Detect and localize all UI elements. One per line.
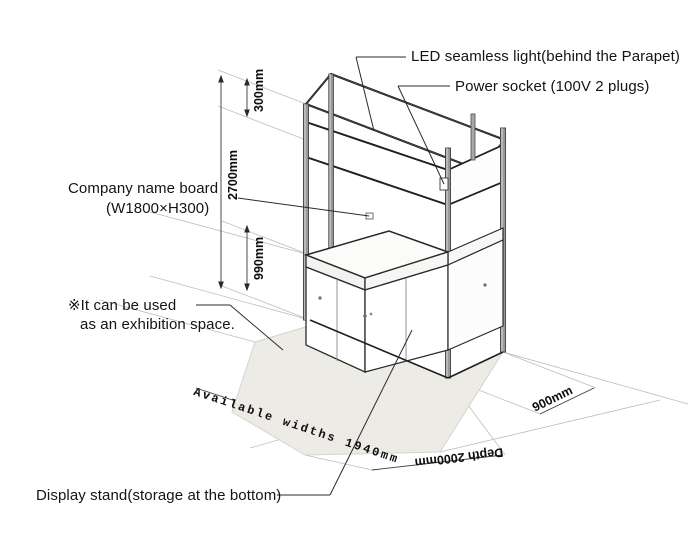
display-stand-top (303, 227, 504, 291)
dimension-parapet-height: 300mm (252, 68, 266, 112)
dimension-stand-height: 990mm (252, 236, 266, 280)
callout-company-name-board-size: (W1800×H300) (106, 200, 210, 217)
callout-company-name-board: Company name board (68, 180, 219, 197)
callout-display-stand: Display stand(storage at the bottom) (36, 487, 282, 504)
callout-power-socket: Power socket (100V 2 plugs) (455, 78, 650, 95)
base-rails (309, 319, 504, 379)
dimension-arrow-ticks (218, 74, 250, 292)
callout-exhibition-space-line2: as an exhibition space. (80, 316, 235, 333)
display-stand-cabinet (305, 239, 504, 374)
parapet-band (305, 120, 504, 207)
dimension-total-height: 2700mm (226, 149, 240, 200)
leader-lines (196, 56, 450, 496)
callout-led-seamless-light: LED seamless light(behind the Parapet) (411, 48, 680, 65)
callout-exhibition-space-line1: ※It can be used (68, 297, 177, 314)
